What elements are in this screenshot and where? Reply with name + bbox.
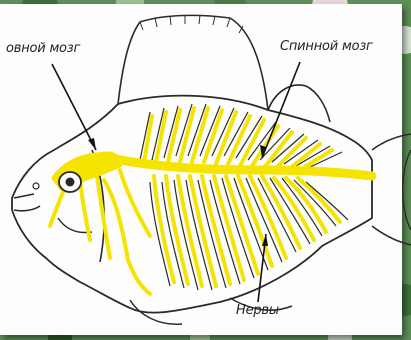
nervous-system [50,108,372,294]
brain-label: овной мозг [6,41,80,56]
spinal-cord-label: Спинной мозг [280,39,373,54]
dorsal-fin-soft [268,85,330,122]
tail-fin [372,134,411,245]
nostril [33,183,39,189]
nerves-label: Нервы [236,303,279,318]
mouth [14,194,40,211]
eye [59,172,81,192]
